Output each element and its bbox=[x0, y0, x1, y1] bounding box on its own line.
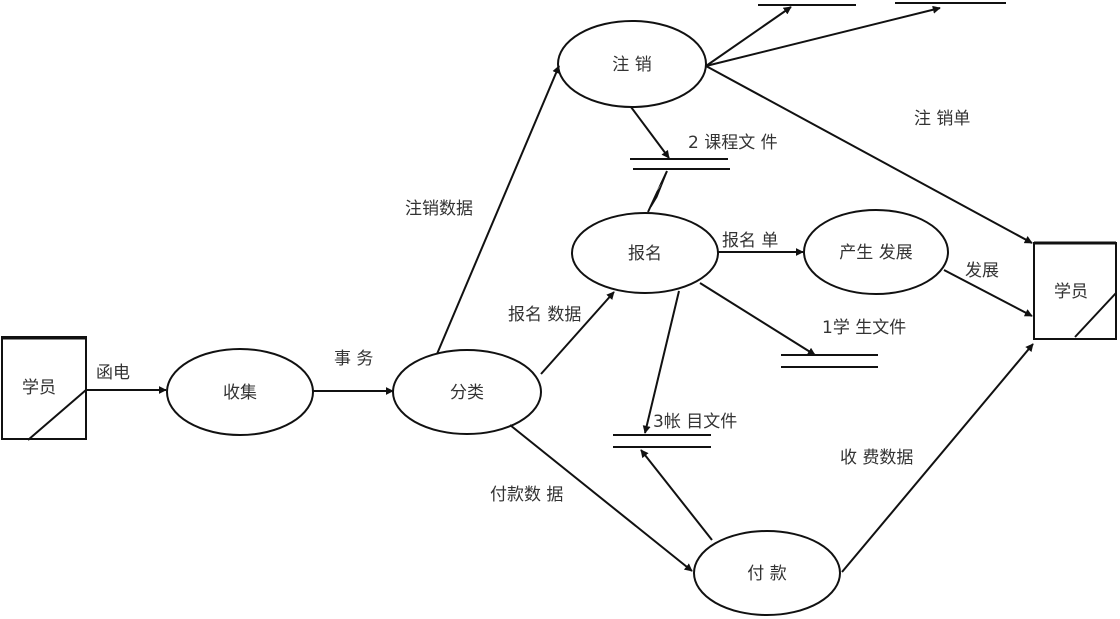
entity-label: 学员 bbox=[22, 378, 56, 398]
flow-payment-data-arrow bbox=[509, 424, 693, 572]
process-label: 产生 发展 bbox=[839, 243, 912, 263]
flow-register-to-account-file-arrow bbox=[642, 290, 680, 434]
bidirectional-diamond-icon bbox=[650, 171, 668, 208]
external-entity-student-left[interactable]: 学员 bbox=[1, 336, 87, 441]
flow-payment-to-account-file-arrow bbox=[640, 449, 713, 541]
process-label: 付 款 bbox=[747, 564, 786, 584]
store-student-file[interactable]: 1学 生文件 bbox=[781, 318, 906, 368]
flow-cancel-to-store-1-arrow bbox=[705, 6, 792, 67]
flow-cancel-form-arrow bbox=[705, 65, 1033, 244]
process-produce-notice[interactable]: 产生 发展 bbox=[803, 209, 949, 295]
entity-label: 学员 bbox=[1054, 282, 1088, 302]
flow-cancel-data-label: 注销数据 bbox=[405, 199, 473, 219]
store-account-file[interactable]: 3帐 目文件 bbox=[613, 412, 737, 448]
flow-cancel-form-label: 注 销单 bbox=[914, 109, 970, 129]
store-label: 1学 生文件 bbox=[822, 318, 906, 338]
flow-cancel-to-store-2-arrow bbox=[705, 5, 941, 67]
process-register[interactable]: 报名 bbox=[571, 212, 719, 294]
flow-fee-data-arrow bbox=[841, 343, 1034, 573]
flow-payment-data-label: 付款数 据 bbox=[490, 485, 563, 505]
process-cancel[interactable]: 注 销 bbox=[557, 20, 707, 108]
diamond-inner bbox=[655, 183, 662, 193]
store-label: 2 课程文 件 bbox=[688, 133, 778, 153]
process-label: 注 销 bbox=[612, 55, 651, 75]
process-label: 分类 bbox=[450, 383, 484, 403]
flow-cancel-to-course-file-arrow bbox=[630, 106, 670, 159]
flow-fee-data-label: 收 费数据 bbox=[840, 448, 913, 468]
entity-corner-mark bbox=[1074, 292, 1117, 338]
flow-register-to-student-file-arrow bbox=[699, 282, 816, 356]
process-classify[interactable]: 分类 bbox=[392, 349, 542, 435]
flow-notice-label: 发展 bbox=[965, 261, 999, 281]
process-collect[interactable]: 收集 bbox=[166, 348, 314, 436]
store-label: 3帐 目文件 bbox=[653, 412, 737, 432]
flow-notice-arrow bbox=[943, 269, 1033, 317]
flow-transaction-label: 事 务 bbox=[334, 349, 373, 369]
process-label: 收集 bbox=[223, 383, 257, 403]
flow-letter-label: 函电 bbox=[96, 363, 130, 383]
store-course-file[interactable]: 2 课程文 件 bbox=[630, 133, 778, 170]
process-payment[interactable]: 付 款 bbox=[693, 530, 841, 616]
flow-register-data-arrow bbox=[540, 291, 615, 375]
flow-cancel-data-arrow bbox=[436, 65, 560, 355]
process-ellipse bbox=[803, 209, 949, 295]
entity-corner-mark bbox=[27, 389, 87, 441]
entity-box bbox=[1, 336, 87, 440]
process-label: 报名 bbox=[628, 244, 662, 264]
external-entity-student-right[interactable]: 学员 bbox=[1033, 241, 1117, 340]
flow-register-form-label: 报名 单 bbox=[722, 231, 778, 251]
process-ellipse bbox=[693, 530, 841, 616]
flow-register-data-label: 报名 数据 bbox=[508, 305, 581, 325]
